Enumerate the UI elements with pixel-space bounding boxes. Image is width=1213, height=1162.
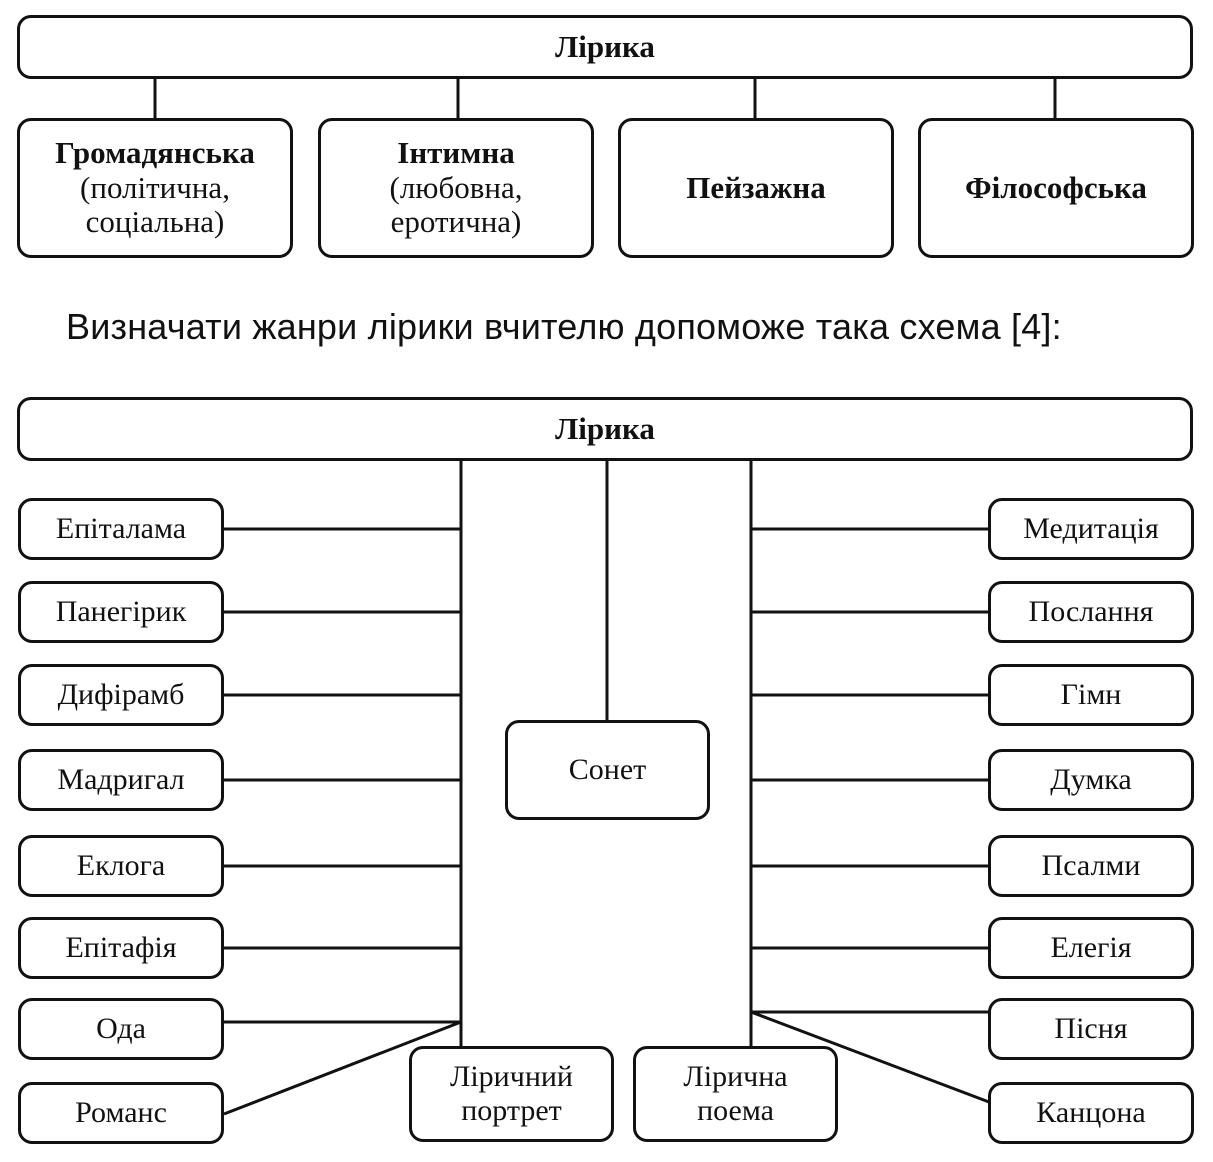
genre-label: Канцона xyxy=(1036,1096,1146,1130)
category-subtitle: (любовна, xyxy=(389,169,523,205)
genre-label: Ліричний xyxy=(450,1060,573,1094)
root-lyric-box: Лірика xyxy=(17,15,1193,79)
root-lyric-label: Лірика xyxy=(555,410,655,446)
category-landscape-box: Пейзажна xyxy=(618,118,894,258)
category-philosophical-box: Філософська xyxy=(918,118,1194,258)
root-lyric-label: Лірика xyxy=(555,28,655,64)
category-subtitle: (політична, xyxy=(80,169,230,205)
genre-label: Гімн xyxy=(1060,678,1122,712)
genre-box-right: Псалми xyxy=(988,835,1194,897)
genre-label: Мадригал xyxy=(57,763,185,797)
genre-box-lyric-portrait: Ліричний портрет xyxy=(409,1046,614,1142)
genre-label: Епітафія xyxy=(65,931,177,965)
branch-left xyxy=(223,1020,462,1116)
genre-label: Елегія xyxy=(1050,931,1132,965)
genre-box-left: Романс xyxy=(18,1082,224,1144)
genre-box-right: Послання xyxy=(988,581,1194,643)
genre-box-right: Гімн xyxy=(988,664,1194,726)
genre-box-right: Пісня xyxy=(988,998,1194,1060)
genre-label: Псалми xyxy=(1041,849,1141,883)
category-intimate-box: Інтимна (любовна, еротична) xyxy=(318,118,594,258)
genre-box-sonnet: Сонет xyxy=(505,720,710,820)
genre-label: Лірична xyxy=(683,1060,788,1094)
category-subtitle: еротична) xyxy=(390,204,522,240)
category-civic-box: Громадянська (політична, соціальна) xyxy=(17,118,293,258)
branch-right xyxy=(750,1010,990,1104)
genre-box-left: Мадригал xyxy=(18,749,224,811)
genre-label: Медитація xyxy=(1023,512,1159,546)
genre-box-right: Канцона xyxy=(988,1082,1194,1144)
genre-box-right: Елегія xyxy=(988,917,1194,979)
category-subtitle: соціальна) xyxy=(85,204,225,240)
category-title: Інтимна xyxy=(397,134,515,170)
genre-box-lyric-poem: Лірична поема xyxy=(633,1046,838,1142)
genre-box-right: Медитація xyxy=(988,498,1194,560)
genre-box-left: Ода xyxy=(18,998,224,1060)
genre-box-left: Панегірик xyxy=(18,581,224,643)
genre-label: Пісня xyxy=(1054,1012,1128,1046)
genre-label: Ода xyxy=(96,1012,146,1046)
genre-box-left: Епіталама xyxy=(18,498,224,560)
genre-label: Сонет xyxy=(568,753,647,787)
root-lyric-box: Лірика xyxy=(17,397,1193,461)
genre-label: Панегірик xyxy=(55,595,187,629)
genre-label: портрет xyxy=(461,1094,562,1127)
caption-text: Визначати жанри лірики вчителю допоможе … xyxy=(66,306,1062,347)
genre-label: Послання xyxy=(1028,595,1154,629)
category-title: Громадянська xyxy=(55,134,255,170)
genre-label: поема xyxy=(697,1094,774,1127)
genre-label: Епіталама xyxy=(55,512,187,546)
genre-label: Дифірамб xyxy=(57,678,185,712)
genre-box-left: Дифірамб xyxy=(18,664,224,726)
genre-label: Еклога xyxy=(76,849,166,883)
category-title: Філософська xyxy=(965,169,1147,205)
genre-box-left: Еклога xyxy=(18,835,224,897)
genre-box-left: Епітафія xyxy=(18,917,224,979)
genre-label: Романс xyxy=(75,1096,167,1130)
genre-label: Думка xyxy=(1050,763,1132,797)
category-title: Пейзажна xyxy=(686,169,826,205)
genre-box-right: Думка xyxy=(988,749,1194,811)
